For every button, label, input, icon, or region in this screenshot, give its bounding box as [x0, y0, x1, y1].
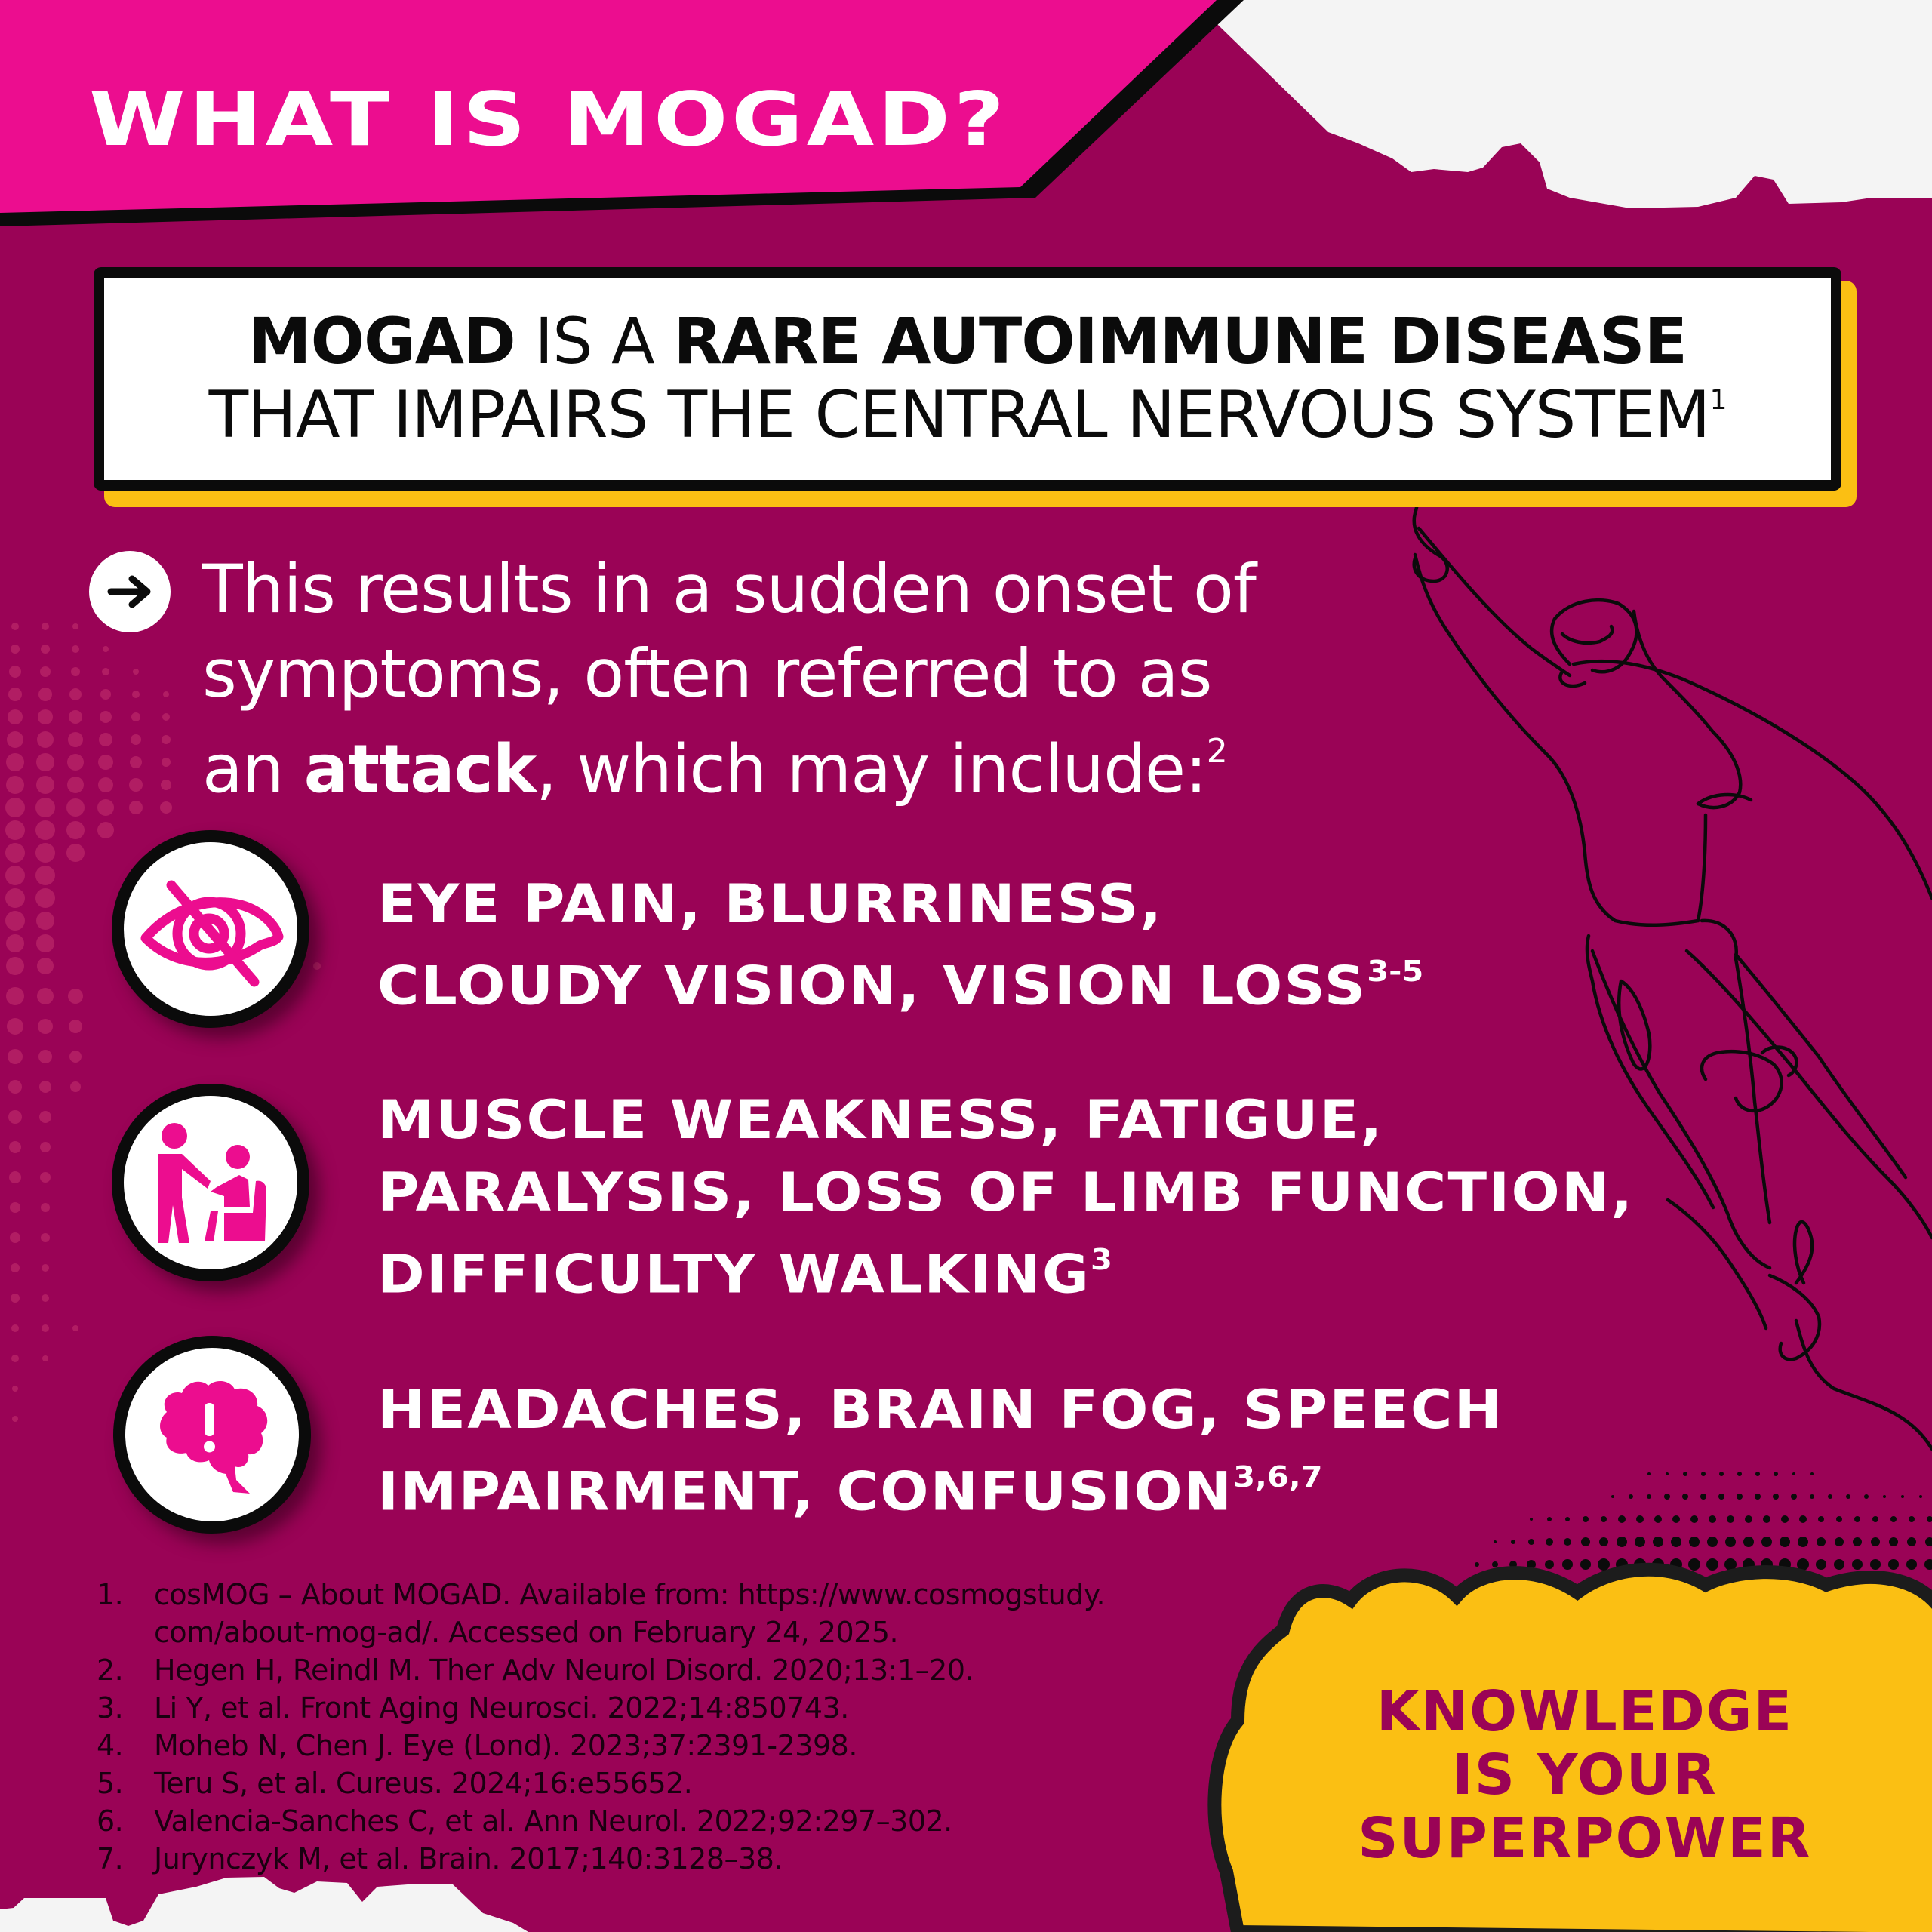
- symptom-mobility-line-2: PARALYSIS, LOSS OF LIMB FUNCTION,: [377, 1161, 1635, 1223]
- intro-line-1: This results in a sudden onset of: [202, 550, 1257, 628]
- reference-text: Valencia-Sanches C, et al. Ann Neurol. 2…: [154, 1804, 952, 1838]
- symptom-vision: EYE PAIN, BLURRINESS, CLOUDY VISION, VIS…: [377, 868, 1423, 1022]
- reference-text-line-2: com/about-mog-ad/. Accessed on February …: [154, 1616, 899, 1649]
- reference-text: Jurynczyk M, et al. Brain. 2017;140:3128…: [154, 1842, 783, 1875]
- banner-ref: 1: [1709, 383, 1727, 416]
- torn-paper-top: [1192, 0, 1932, 208]
- symptom-icon-mobility: [112, 1084, 309, 1281]
- intro-line-3: an attack, which may include:2: [202, 716, 1410, 811]
- symptom-vision-line-1: EYE PAIN, BLURRINESS,: [377, 873, 1164, 935]
- reference-text: Li Y, et al. Front Aging Neurosci. 2022;…: [154, 1691, 849, 1724]
- reference-item: 7. Jurynczyk M, et al. Brain. 2017;140:31…: [97, 1840, 1301, 1878]
- arrow-right-icon: [107, 575, 151, 608]
- symptom-mobility-line-3: DIFFICULTY WALKING3: [377, 1229, 1634, 1310]
- banner-mogad: MOGAD: [248, 304, 516, 379]
- symptom-cognitive-line-2-text: IMPAIRMENT, CONFUSION: [377, 1460, 1234, 1523]
- reference-item: 3. Li Y, et al. Front Aging Neurosci. 202…: [97, 1689, 1301, 1727]
- definition-banner: MOGAD IS A RARE AUTOIMMUNE DISEASE THAT …: [94, 267, 1841, 491]
- symptom-cognitive: HEADACHES, BRAIN FOG, SPEECH IMPAIRMENT,…: [377, 1374, 1503, 1527]
- intro-line-2: symptoms, often referred to as: [202, 635, 1212, 712]
- tagline-line-1: KNOWLEDGE: [1376, 1679, 1794, 1744]
- banner-subline: THAT IMPAIRS THE CENTRAL NERVOUS SYSTEM1: [208, 377, 1727, 453]
- reference-number: 5.: [97, 1767, 124, 1800]
- assisted-person-icon: [158, 1123, 266, 1243]
- symptom-cognitive-line-1: HEADACHES, BRAIN FOG, SPEECH: [377, 1379, 1504, 1441]
- tagline-line-2: IS YOUR: [1452, 1743, 1718, 1807]
- intro-text: This results in a sudden onset of sympto…: [202, 547, 1410, 811]
- symptom-vision-line-2: CLOUDY VISION, VISION LOSS3-5: [377, 940, 1423, 1022]
- symptom-mobility: MUSCLE WEAKNESS, FATIGUE, PARALYSIS, LOS…: [377, 1084, 1634, 1310]
- tagline-line-3: SUPERPOWER: [1358, 1806, 1812, 1871]
- banner-is-a: IS A: [515, 304, 674, 379]
- symptom-cognitive-line-2: IMPAIRMENT, CONFUSION3,6,7: [377, 1446, 1503, 1527]
- reference-number: 3.: [97, 1691, 124, 1724]
- symptom-icon-vision: [112, 830, 309, 1028]
- banner-rare-disease: RARE AUTOIMMUNE DISEASE: [673, 304, 1687, 379]
- reference-text: Teru S, et al. Cureus. 2024;16:e55652.: [154, 1767, 693, 1800]
- superhero-illustration: [1406, 481, 1932, 1451]
- symptom-mobility-line-1: MUSCLE WEAKNESS, FATIGUE,: [377, 1089, 1384, 1151]
- reference-number: 6.: [97, 1804, 124, 1838]
- halftone-dots-left: [5, 623, 321, 1422]
- banner-subline-text: THAT IMPAIRS THE CENTRAL NERVOUS SYSTEM: [208, 377, 1711, 453]
- eye-slash-icon: [140, 880, 284, 987]
- reference-item: 2. Hegen H, Reindl M. Ther Adv Neurol Dis…: [97, 1651, 1301, 1689]
- speech-cloud: [1208, 1562, 1932, 1932]
- tagline: KNOWLEDGE IS YOUR SUPERPOWER: [1351, 1680, 1819, 1870]
- torn-paper-bottom: [0, 1877, 528, 1932]
- reference-text: Hegen H, Reindl M. Ther Adv Neurol Disor…: [154, 1654, 974, 1687]
- halftone-dots-right: [1475, 1472, 1932, 1571]
- reference-number: 7.: [97, 1842, 124, 1875]
- brain-alert-icon: [160, 1380, 268, 1494]
- reference-number: 4.: [97, 1729, 124, 1762]
- symptom-vision-line-2-text: CLOUDY VISION, VISION LOSS: [377, 955, 1367, 1017]
- reference-item: 4. Moheb N, Chen J. Eye (Lond). 2023;37:2…: [97, 1727, 1301, 1764]
- intro-ref: 2: [1206, 732, 1228, 771]
- reference-text-line-1: cosMOG – About MOGAD. Available from: ht…: [154, 1578, 1106, 1611]
- banner-headline: MOGAD IS A RARE AUTOIMMUNE DISEASE: [248, 305, 1687, 378]
- symptom-vision-ref: 3-5: [1367, 955, 1424, 989]
- reference-item: 5. Teru S, et al. Cureus. 2024;16:e55652.: [97, 1764, 1301, 1802]
- reference-item: 6. Valencia-Sanches C, et al. Ann Neurol.…: [97, 1802, 1301, 1840]
- reference-number: 1.: [97, 1578, 124, 1611]
- reference-item: 1. cosMOG – About MOGAD. Available from: …: [97, 1576, 1301, 1651]
- symptom-mobility-line-3-text: DIFFICULTY WALKING: [377, 1243, 1091, 1306]
- arrow-bullet: [89, 551, 171, 632]
- symptom-icon-cognitive: [113, 1336, 311, 1534]
- header-shape: [0, 0, 1217, 213]
- references-list: 1. cosMOG – About MOGAD. Available from: …: [97, 1576, 1301, 1878]
- reference-number: 2.: [97, 1654, 124, 1687]
- reference-text: Moheb N, Chen J. Eye (Lond). 2023;37:239…: [154, 1729, 857, 1762]
- symptom-mobility-ref: 3: [1091, 1243, 1112, 1278]
- intro-line-3-post: , which may include:: [536, 730, 1207, 808]
- intro-attack: attack: [303, 730, 537, 808]
- intro-line-3-pre: an: [202, 730, 304, 808]
- reference-text: cosMOG – About MOGAD. Available from: ht…: [154, 1576, 1301, 1651]
- page-title: WHAT IS MOGAD?: [89, 77, 1008, 163]
- symptom-cognitive-ref: 3,6,7: [1233, 1460, 1323, 1495]
